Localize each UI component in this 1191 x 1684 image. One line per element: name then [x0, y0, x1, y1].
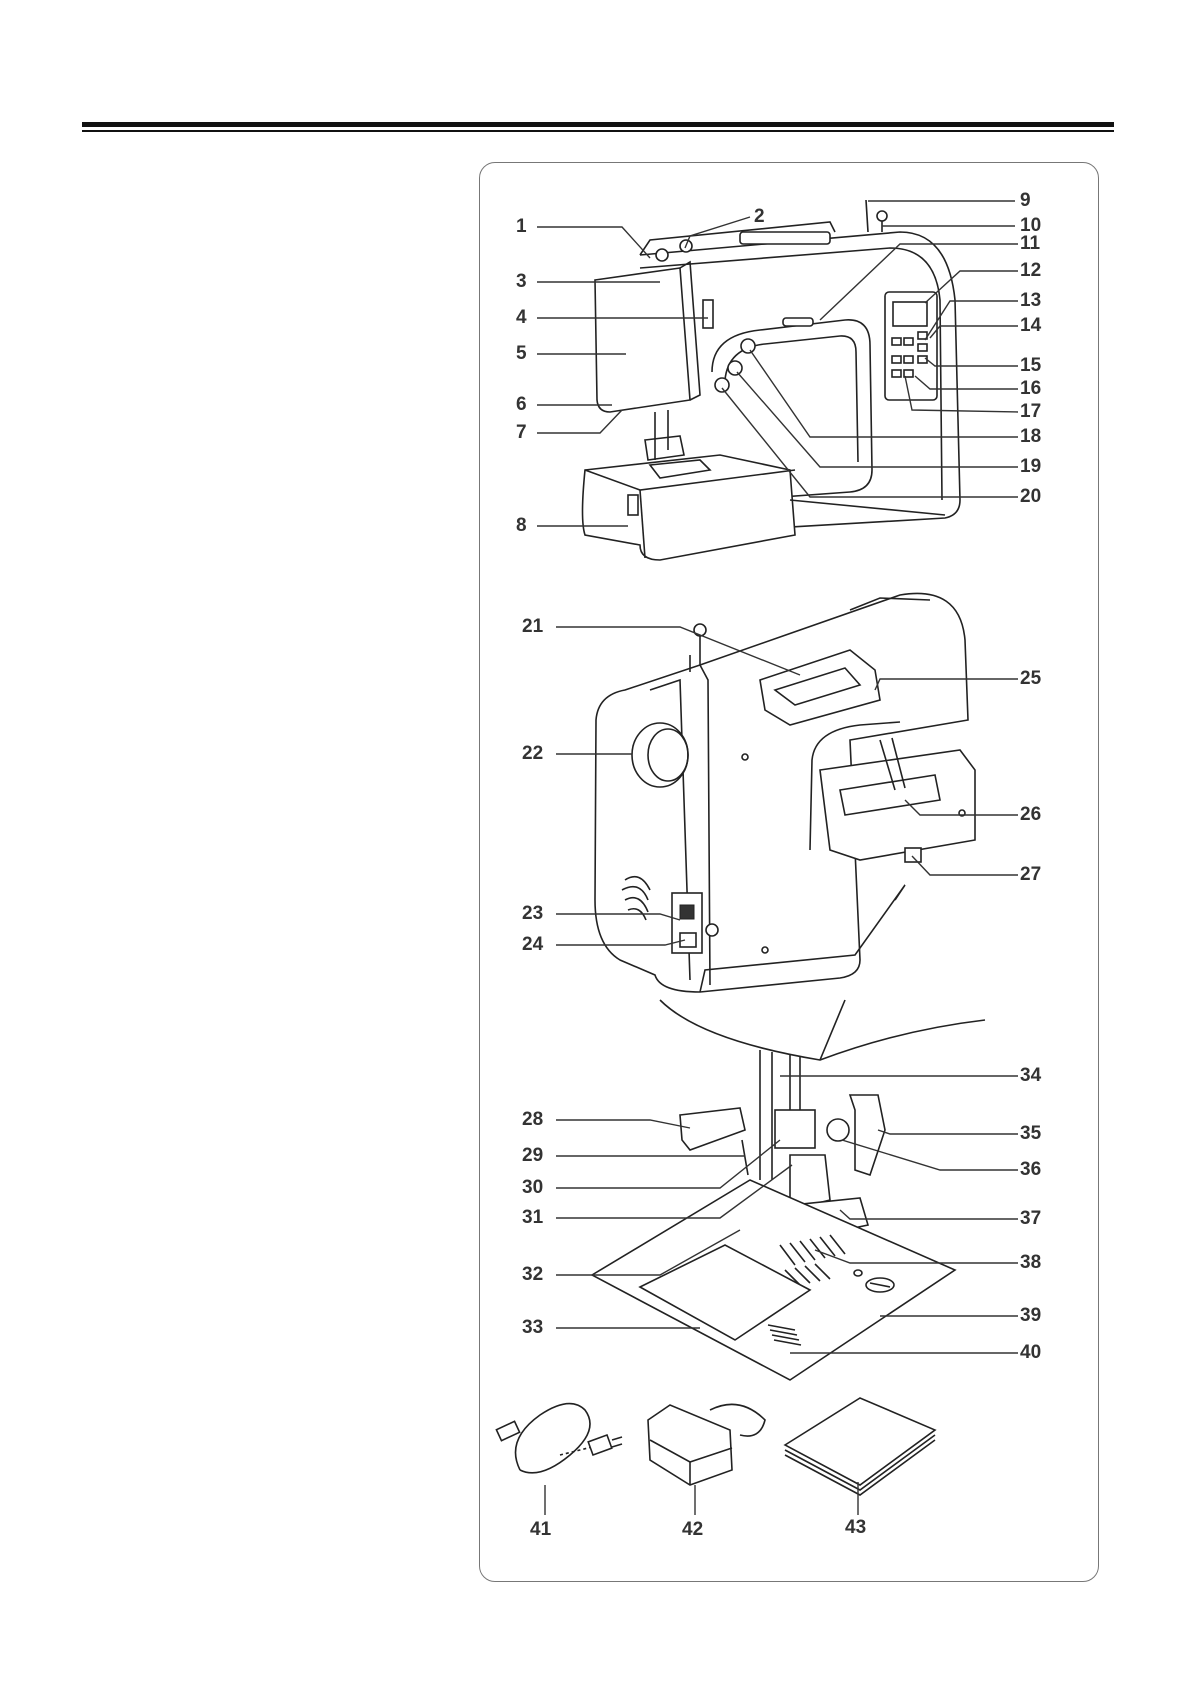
- label-8: 8: [516, 516, 527, 535]
- label-38: 38: [1020, 1253, 1041, 1272]
- label-21: 21: [522, 617, 543, 636]
- label-37: 37: [1020, 1209, 1041, 1228]
- label-16: 16: [1020, 379, 1041, 398]
- label-34: 34: [1020, 1066, 1041, 1085]
- label-20: 20: [1020, 487, 1041, 506]
- label-3: 3: [516, 272, 527, 291]
- label-4: 4: [516, 308, 527, 327]
- label-14: 14: [1020, 316, 1041, 335]
- label-25: 25: [1020, 669, 1041, 688]
- label-26: 26: [1020, 805, 1041, 824]
- label-24: 24: [522, 935, 543, 954]
- label-19: 19: [1020, 457, 1041, 476]
- label-33: 33: [522, 1318, 543, 1337]
- label-31: 31: [522, 1208, 543, 1227]
- label-5: 5: [516, 344, 527, 363]
- label-13: 13: [1020, 291, 1041, 310]
- label-23: 23: [522, 904, 543, 923]
- label-36: 36: [1020, 1160, 1041, 1179]
- presser-foot-closeup: [592, 1000, 985, 1380]
- label-40: 40: [1020, 1343, 1041, 1362]
- label-39: 39: [1020, 1306, 1041, 1325]
- label-22: 22: [522, 744, 543, 763]
- label-43: 43: [845, 1518, 866, 1537]
- label-27: 27: [1020, 865, 1041, 884]
- label-15: 15: [1020, 356, 1041, 375]
- label-32: 32: [522, 1265, 543, 1284]
- label-1: 1: [516, 217, 527, 236]
- label-30: 30: [522, 1178, 543, 1197]
- machine-rear-view: [595, 593, 975, 992]
- label-2: 2: [754, 207, 765, 226]
- label-11: 11: [1020, 234, 1040, 253]
- label-29: 29: [522, 1146, 543, 1165]
- label-6: 6: [516, 395, 527, 414]
- label-12: 12: [1020, 261, 1041, 280]
- label-28: 28: [522, 1110, 543, 1129]
- label-7: 7: [516, 423, 527, 442]
- accessories: [496, 1398, 935, 1495]
- label-41: 41: [530, 1520, 551, 1539]
- label-18: 18: [1020, 427, 1041, 446]
- label-17: 17: [1020, 402, 1041, 421]
- label-9: 9: [1020, 191, 1031, 210]
- label-35: 35: [1020, 1124, 1041, 1143]
- label-42: 42: [682, 1520, 703, 1539]
